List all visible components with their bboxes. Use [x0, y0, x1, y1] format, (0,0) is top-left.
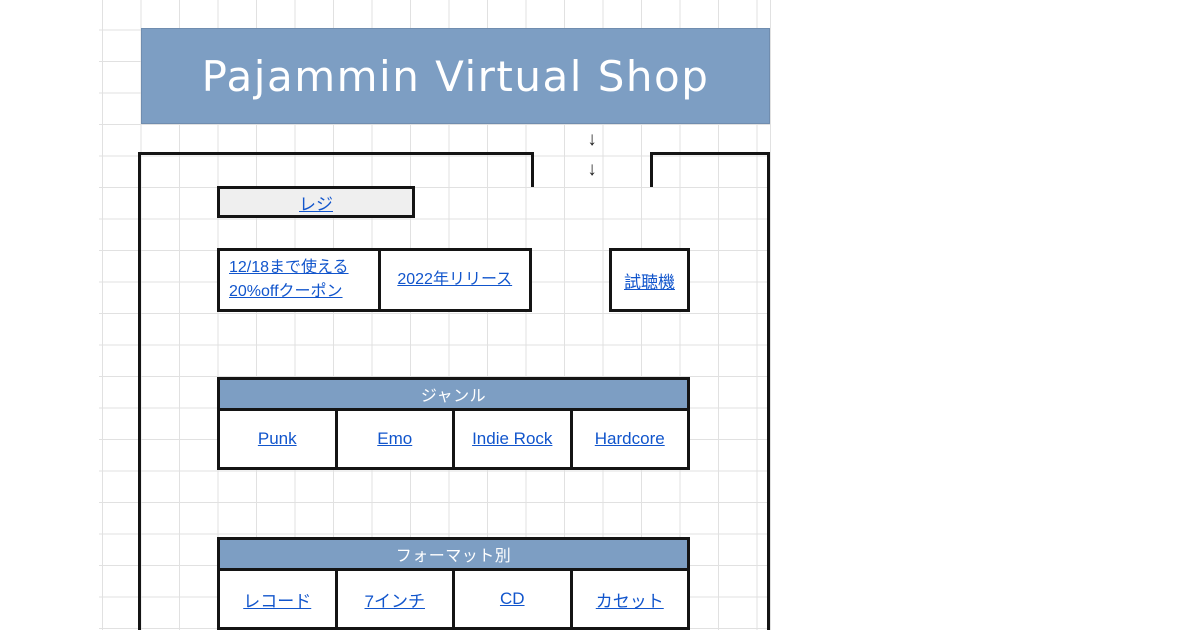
format-link-cassette[interactable]: カセット	[595, 591, 664, 611]
genre-link-emo[interactable]: Emo	[377, 429, 413, 448]
format-table-body: レコード 7インチ CD カセット	[220, 571, 687, 627]
format-link-cd[interactable]: CD	[499, 589, 525, 608]
format-link-record[interactable]: レコード	[243, 591, 312, 611]
wall-entrance-right-stub	[650, 152, 653, 187]
entrance-arrow-icon: ↓	[587, 159, 597, 180]
coupon-cell: 12/18まで使える 20%offクーポン	[220, 251, 381, 309]
shop-title: Pajammin Virtual Shop	[201, 51, 710, 101]
coupon-line1: 12/18まで使える	[229, 259, 349, 276]
format-table: フォーマット別 レコード 7インチ CD カセット	[217, 537, 690, 630]
genre-cell-emo: Emo	[334, 411, 453, 467]
genre-link-hardcore[interactable]: Hardcore	[594, 429, 665, 448]
genre-table: ジャンル Punk Emo Indie Rock Hardcore	[217, 377, 690, 470]
genre-link-punk[interactable]: Punk	[257, 429, 297, 448]
wall-top-left	[138, 152, 534, 155]
coupon-line2: 20%offクーポン	[229, 283, 343, 300]
genre-cell-hardcore: Hardcore	[569, 411, 688, 467]
genre-cell-indie-rock: Indie Rock	[452, 411, 570, 467]
genre-link-indie-rock[interactable]: Indie Rock	[472, 429, 553, 448]
shop-title-banner: Pajammin Virtual Shop	[141, 28, 770, 124]
listening-station-link[interactable]: 試聴機	[624, 272, 675, 292]
wall-right	[767, 152, 770, 630]
wall-top-right	[650, 152, 770, 155]
promo-box: 12/18まで使える 20%offクーポン 2022年リリース	[217, 248, 532, 312]
register-link[interactable]: レジ	[299, 194, 333, 214]
format-cell-7inch: 7インチ	[334, 571, 453, 627]
entrance-arrow-icon: ↓	[587, 129, 597, 150]
format-cell-record: レコード	[220, 571, 335, 627]
genre-table-header: ジャンル	[220, 380, 687, 411]
genre-table-body: Punk Emo Indie Rock Hardcore	[220, 411, 687, 467]
coupon-link[interactable]: 12/18まで使える 20%offクーポン	[229, 256, 349, 304]
release-cell: 2022年リリース	[381, 251, 530, 309]
wall-left	[138, 152, 141, 630]
format-cell-cassette: カセット	[569, 571, 688, 627]
release-2022-link[interactable]: 2022年リリース	[397, 271, 513, 288]
listening-station-box: 試聴機	[609, 248, 690, 312]
genre-cell-punk: Punk	[220, 411, 335, 467]
format-link-7inch[interactable]: 7インチ	[364, 591, 425, 611]
wall-entrance-left-stub	[531, 152, 534, 187]
register-box: レジ	[217, 186, 415, 218]
format-table-header: フォーマット別	[220, 540, 687, 571]
format-cell-cd: CD	[452, 571, 570, 627]
